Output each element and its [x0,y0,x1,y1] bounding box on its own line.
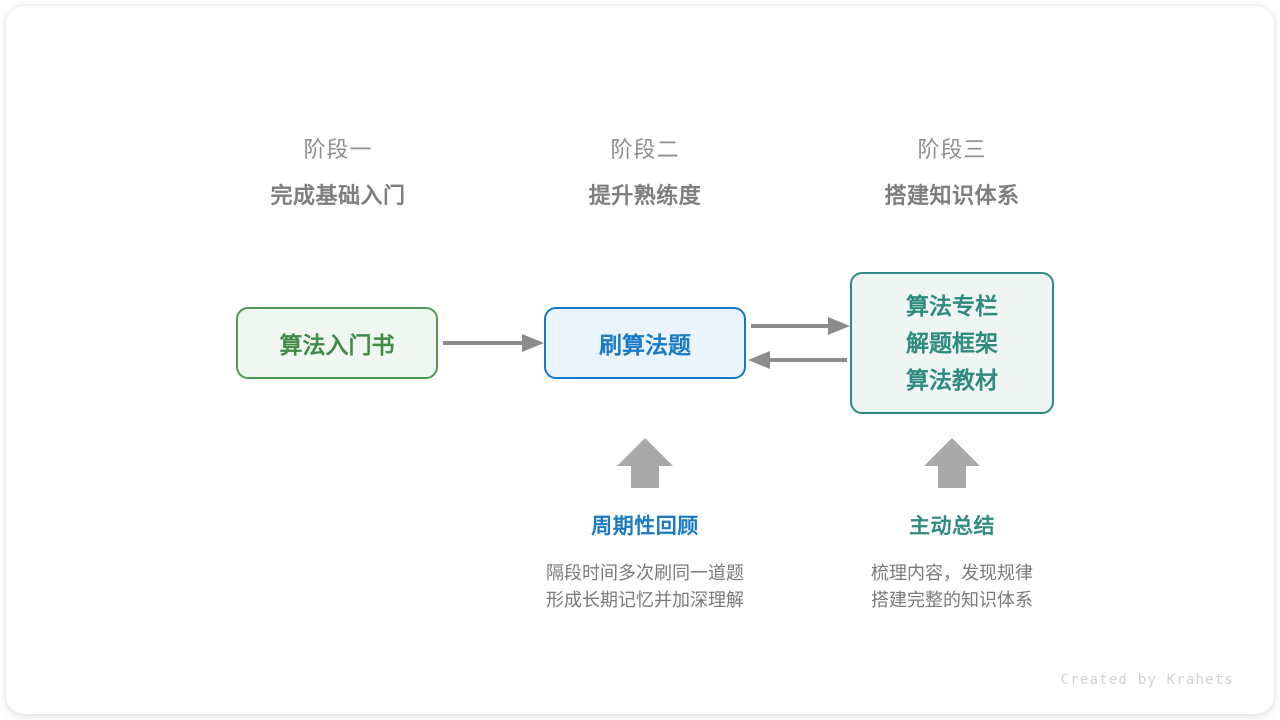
arrow-book-to-practice [443,334,544,352]
diagram-card: 阶段一 完成基础入门 阶段二 提升熟练度 阶段三 搭建知识体系 [6,6,1274,714]
stage-title-1: 完成基础入门 [270,183,406,208]
arrow-resources-to-practice [748,351,847,369]
node-intro-book-label: 算法入门书 [279,332,395,358]
stage-label-3: 阶段三 [917,137,987,162]
node-intro-book[interactable]: 算法入门书 [236,307,438,379]
annotation-periodic-review: 周期性回顾 隔段时间多次刷同一道题 形成长期记忆并加深理解 [495,512,795,614]
stage-label-1: 阶段一 [303,137,373,162]
arrow-summary-up [924,438,980,488]
node-resources-line-3: 算法教材 [906,366,998,393]
annotation-active-summary-desc-line-2: 搭建完整的知识体系 [871,590,1033,610]
annotation-periodic-review-desc-line-1: 隔段时间多次刷同一道题 [546,563,744,583]
stage-header-2: 阶段二 提升熟练度 [525,134,765,212]
annotation-periodic-review-desc: 隔段时间多次刷同一道题 形成长期记忆并加深理解 [495,560,795,614]
annotation-periodic-review-title: 周期性回顾 [591,515,699,538]
arrow-review-up [617,438,673,488]
node-resources-line-1: 算法专栏 [906,292,998,319]
node-resources[interactable]: 算法专栏 解题框架 算法教材 [850,272,1054,414]
stage-title-2: 提升熟练度 [588,183,702,208]
stage-title-3: 搭建知识体系 [884,183,1020,208]
stage-label-2: 阶段二 [610,137,680,162]
stage-header-1: 阶段一 完成基础入门 [218,134,458,212]
stage-header-3: 阶段三 搭建知识体系 [832,134,1072,212]
arrow-practice-to-resources [751,317,850,335]
annotation-active-summary: 主动总结 梳理内容，发现规律 搭建完整的知识体系 [802,512,1102,614]
annotation-active-summary-desc: 梳理内容，发现规律 搭建完整的知识体系 [802,560,1102,614]
annotation-active-summary-title: 主动总结 [909,515,995,538]
node-practice-problems-label: 刷算法题 [599,332,691,358]
node-practice-problems[interactable]: 刷算法题 [544,307,746,379]
node-resources-line-2: 解题框架 [906,329,998,356]
annotation-periodic-review-desc-line-2: 形成长期记忆并加深理解 [546,590,744,610]
credit-text: Created by Krahets [1060,672,1234,688]
annotation-active-summary-desc-line-1: 梳理内容，发现规律 [871,563,1033,583]
